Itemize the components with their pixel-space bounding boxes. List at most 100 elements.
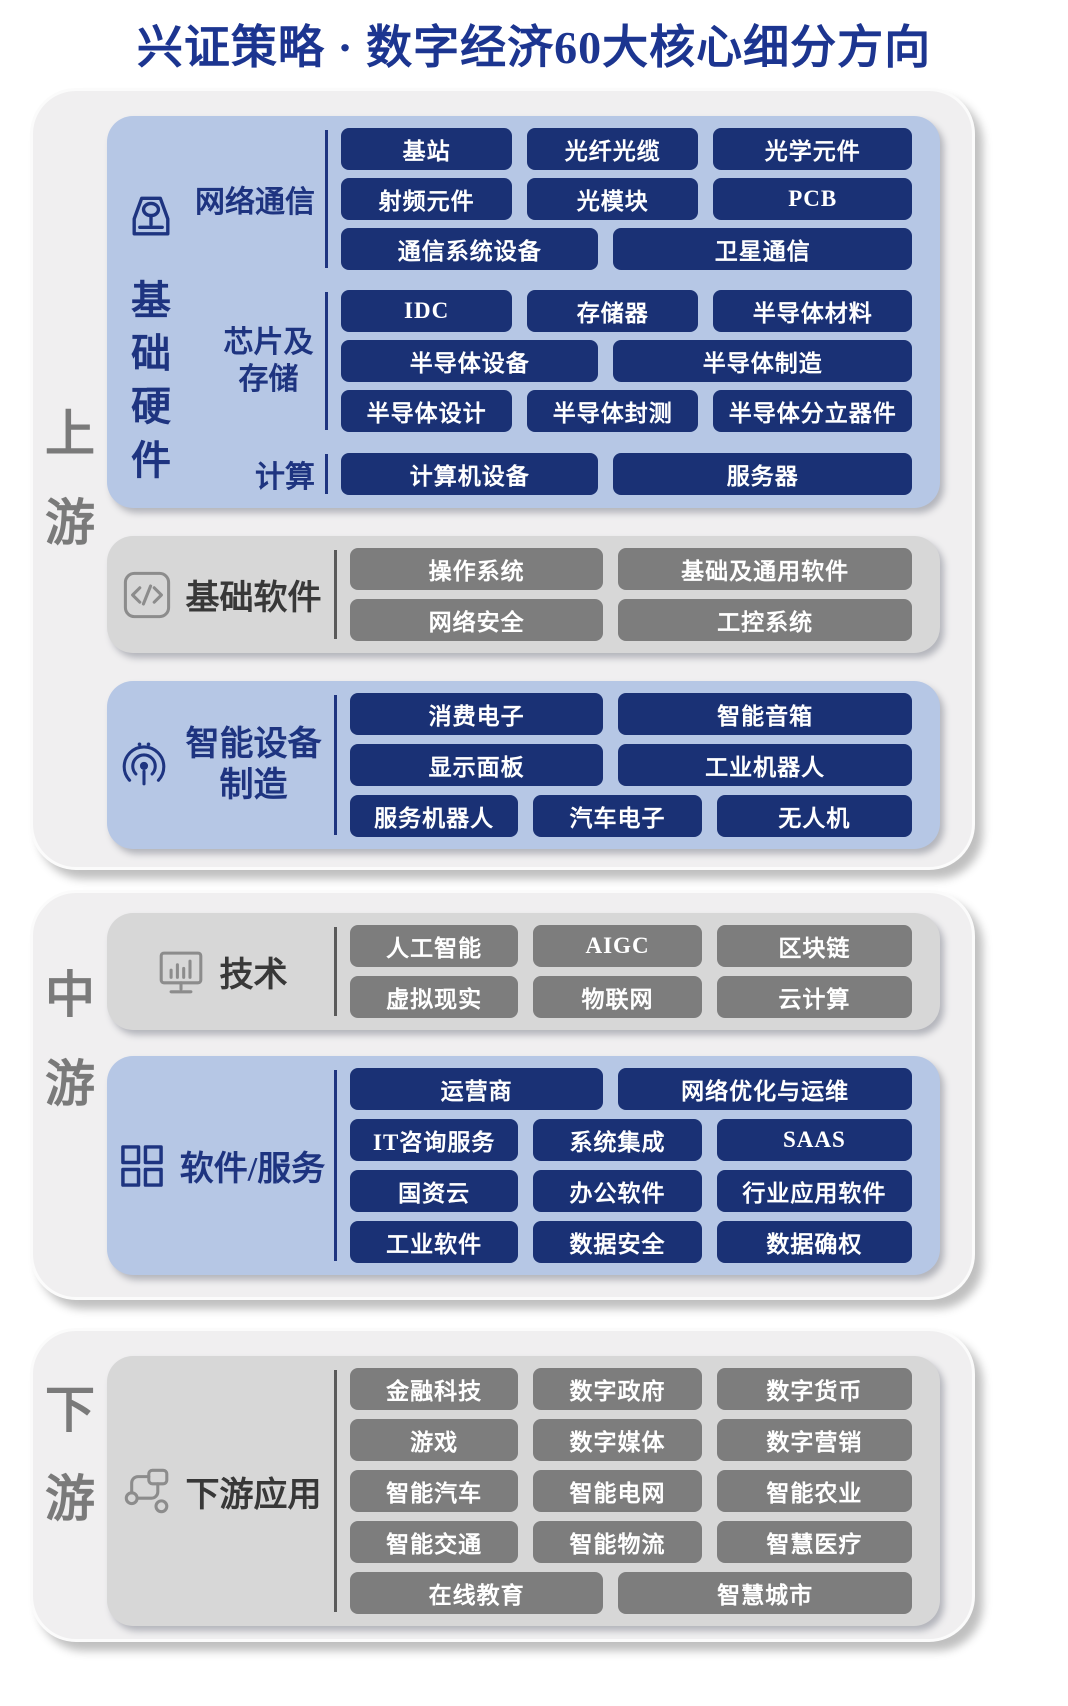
panel-divider bbox=[334, 1070, 337, 1261]
category-tag: 金融科技 bbox=[350, 1368, 519, 1410]
section-downstream: 下游 下游应用 金融科技数字政府数字货币游戏数字媒体数字营销智能汽车智能电网智能… bbox=[30, 1328, 975, 1642]
category-tag: 数据安全 bbox=[533, 1221, 702, 1263]
upstream-side-rail: 上游 bbox=[33, 91, 107, 867]
category-tag: 计算机设备 bbox=[341, 453, 599, 495]
downstream-apps-left: 下游应用 bbox=[107, 1368, 334, 1614]
panel-smart-device-mfg: 智能设备制造 消费电子智能音箱显示面板工业机器人服务机器人汽车电子无人机 bbox=[107, 681, 940, 849]
monitor-chart-icon bbox=[154, 945, 208, 999]
basic-hardware-left-strip: 基础硬件 bbox=[107, 128, 195, 496]
category-tag: 半导体制造 bbox=[613, 340, 912, 382]
category-tag: 工业软件 bbox=[350, 1221, 519, 1263]
panel-basic-software: 基础软件 操作系统基础及通用软件网络安全工控系统 bbox=[107, 536, 940, 653]
tag-row: 网络安全工控系统 bbox=[350, 599, 912, 641]
tag-row: 消费电子智能音箱 bbox=[350, 693, 912, 735]
category-tag: 基础及通用软件 bbox=[618, 548, 912, 590]
category-tag: 显示面板 bbox=[350, 744, 604, 786]
tag-row: 虚拟现实物联网云计算 bbox=[350, 976, 913, 1018]
category-tag: 运营商 bbox=[350, 1068, 604, 1110]
category-tag: 消费电子 bbox=[350, 693, 604, 735]
group-divider bbox=[325, 454, 328, 494]
category-tag: 智能电网 bbox=[533, 1470, 702, 1512]
panel-divider bbox=[334, 550, 337, 639]
category-tag: 光学元件 bbox=[713, 128, 912, 170]
tag-row: 服务机器人汽车电子无人机 bbox=[350, 795, 913, 837]
network-device-icon bbox=[123, 186, 179, 248]
category-tag: 卫星通信 bbox=[613, 228, 912, 270]
category-tag: 汽车电子 bbox=[533, 795, 702, 837]
category-tag: 云计算 bbox=[716, 976, 913, 1018]
category-tag: 数据确权 bbox=[716, 1221, 913, 1263]
category-tag: 网络安全 bbox=[350, 599, 604, 641]
category-tag: 光模块 bbox=[527, 178, 699, 220]
category-tag: 行业应用软件 bbox=[716, 1170, 913, 1212]
grid-icon bbox=[116, 1140, 168, 1192]
group-chips-storage-label: 芯片及存储 bbox=[223, 325, 314, 397]
basic-software-tags: 操作系统基础及通用软件网络安全工控系统 bbox=[337, 548, 940, 641]
tag-row: 在线教育智慧城市 bbox=[350, 1572, 912, 1614]
category-tag: 工业机器人 bbox=[618, 744, 912, 786]
category-tag: 工控系统 bbox=[618, 599, 912, 641]
tag-row: 操作系统基础及通用软件 bbox=[350, 548, 912, 590]
tag-row: 智能汽车智能电网智能农业 bbox=[350, 1470, 913, 1512]
downstream-apps-tags: 金融科技数字政府数字货币游戏数字媒体数字营销智能汽车智能电网智能农业智能交通智能… bbox=[337, 1368, 940, 1614]
panel-divider bbox=[334, 927, 337, 1016]
tag-row: 半导体设计半导体封测半导体分立器件 bbox=[341, 390, 912, 432]
panel-divider bbox=[334, 1370, 337, 1612]
tag-row: 计算机设备服务器 bbox=[341, 453, 912, 495]
smart-device-tags: 消费电子智能音箱显示面板工业机器人服务机器人汽车电子无人机 bbox=[337, 693, 940, 837]
category-tag: 数字货币 bbox=[716, 1368, 913, 1410]
category-tag: 智慧城市 bbox=[618, 1572, 912, 1614]
category-tag: AIGC bbox=[533, 925, 702, 967]
category-tag: 半导体封测 bbox=[527, 390, 699, 432]
category-tag: 智能农业 bbox=[716, 1470, 913, 1512]
code-icon bbox=[120, 568, 174, 622]
panel-divider bbox=[334, 695, 337, 835]
group-computing: 计算 计算机设备服务器 bbox=[195, 452, 940, 496]
category-tag: 数字营销 bbox=[716, 1419, 913, 1461]
category-tag: 半导体分立器件 bbox=[713, 390, 912, 432]
tag-row: 通信系统设备卫星通信 bbox=[341, 228, 912, 270]
category-tag: IT咨询服务 bbox=[350, 1119, 519, 1161]
category-tag: 智能物流 bbox=[533, 1521, 702, 1563]
category-tag: 系统集成 bbox=[533, 1119, 702, 1161]
category-tag: PCB bbox=[713, 178, 912, 220]
category-tag: 无人机 bbox=[716, 795, 913, 837]
basic-hardware-label: 基础硬件 bbox=[130, 278, 171, 483]
software-services-tags: 运营商网络优化与运维 IT咨询服务系统集成 SAAS 国资云办公软件行业应用软件工业软… bbox=[337, 1068, 940, 1263]
software-services-left: 软件/服务 bbox=[107, 1068, 334, 1263]
category-tag: 智能交通 bbox=[350, 1521, 519, 1563]
category-tag: 游戏 bbox=[350, 1419, 519, 1461]
basic-software-label: 基础软件 bbox=[185, 580, 322, 617]
category-tag: 网络优化与运维 bbox=[618, 1068, 912, 1110]
category-tag: 数字政府 bbox=[533, 1368, 702, 1410]
broadcast-icon bbox=[117, 737, 171, 793]
basic-software-left: 基础软件 bbox=[107, 548, 334, 641]
group-network-comm-label: 网络通信 bbox=[195, 186, 315, 219]
group-divider bbox=[325, 292, 328, 430]
tag-row: 工业软件数据安全数据确权 bbox=[350, 1221, 913, 1263]
tag-row: IT咨询服务系统集成 SAAS bbox=[350, 1119, 913, 1161]
category-tag: 半导体设备 bbox=[341, 340, 599, 382]
midstream-side-rail: 中游 bbox=[33, 893, 107, 1297]
downstream-apps-label: 下游应用 bbox=[185, 1476, 322, 1514]
category-tag: 操作系统 bbox=[350, 548, 604, 590]
category-tag: 国资云 bbox=[350, 1170, 519, 1212]
tag-row: 运营商网络优化与运维 bbox=[350, 1068, 912, 1110]
tag-row: 游戏数字媒体数字营销 bbox=[350, 1419, 913, 1461]
category-tag: SAAS bbox=[716, 1119, 913, 1161]
category-tag: 办公软件 bbox=[533, 1170, 702, 1212]
downstream-side-rail: 下游 bbox=[33, 1331, 107, 1639]
tag-row: 显示面板工业机器人 bbox=[350, 744, 912, 786]
tag-row: 金融科技数字政府数字货币 bbox=[350, 1368, 913, 1410]
category-tag: 半导体材料 bbox=[713, 290, 912, 332]
